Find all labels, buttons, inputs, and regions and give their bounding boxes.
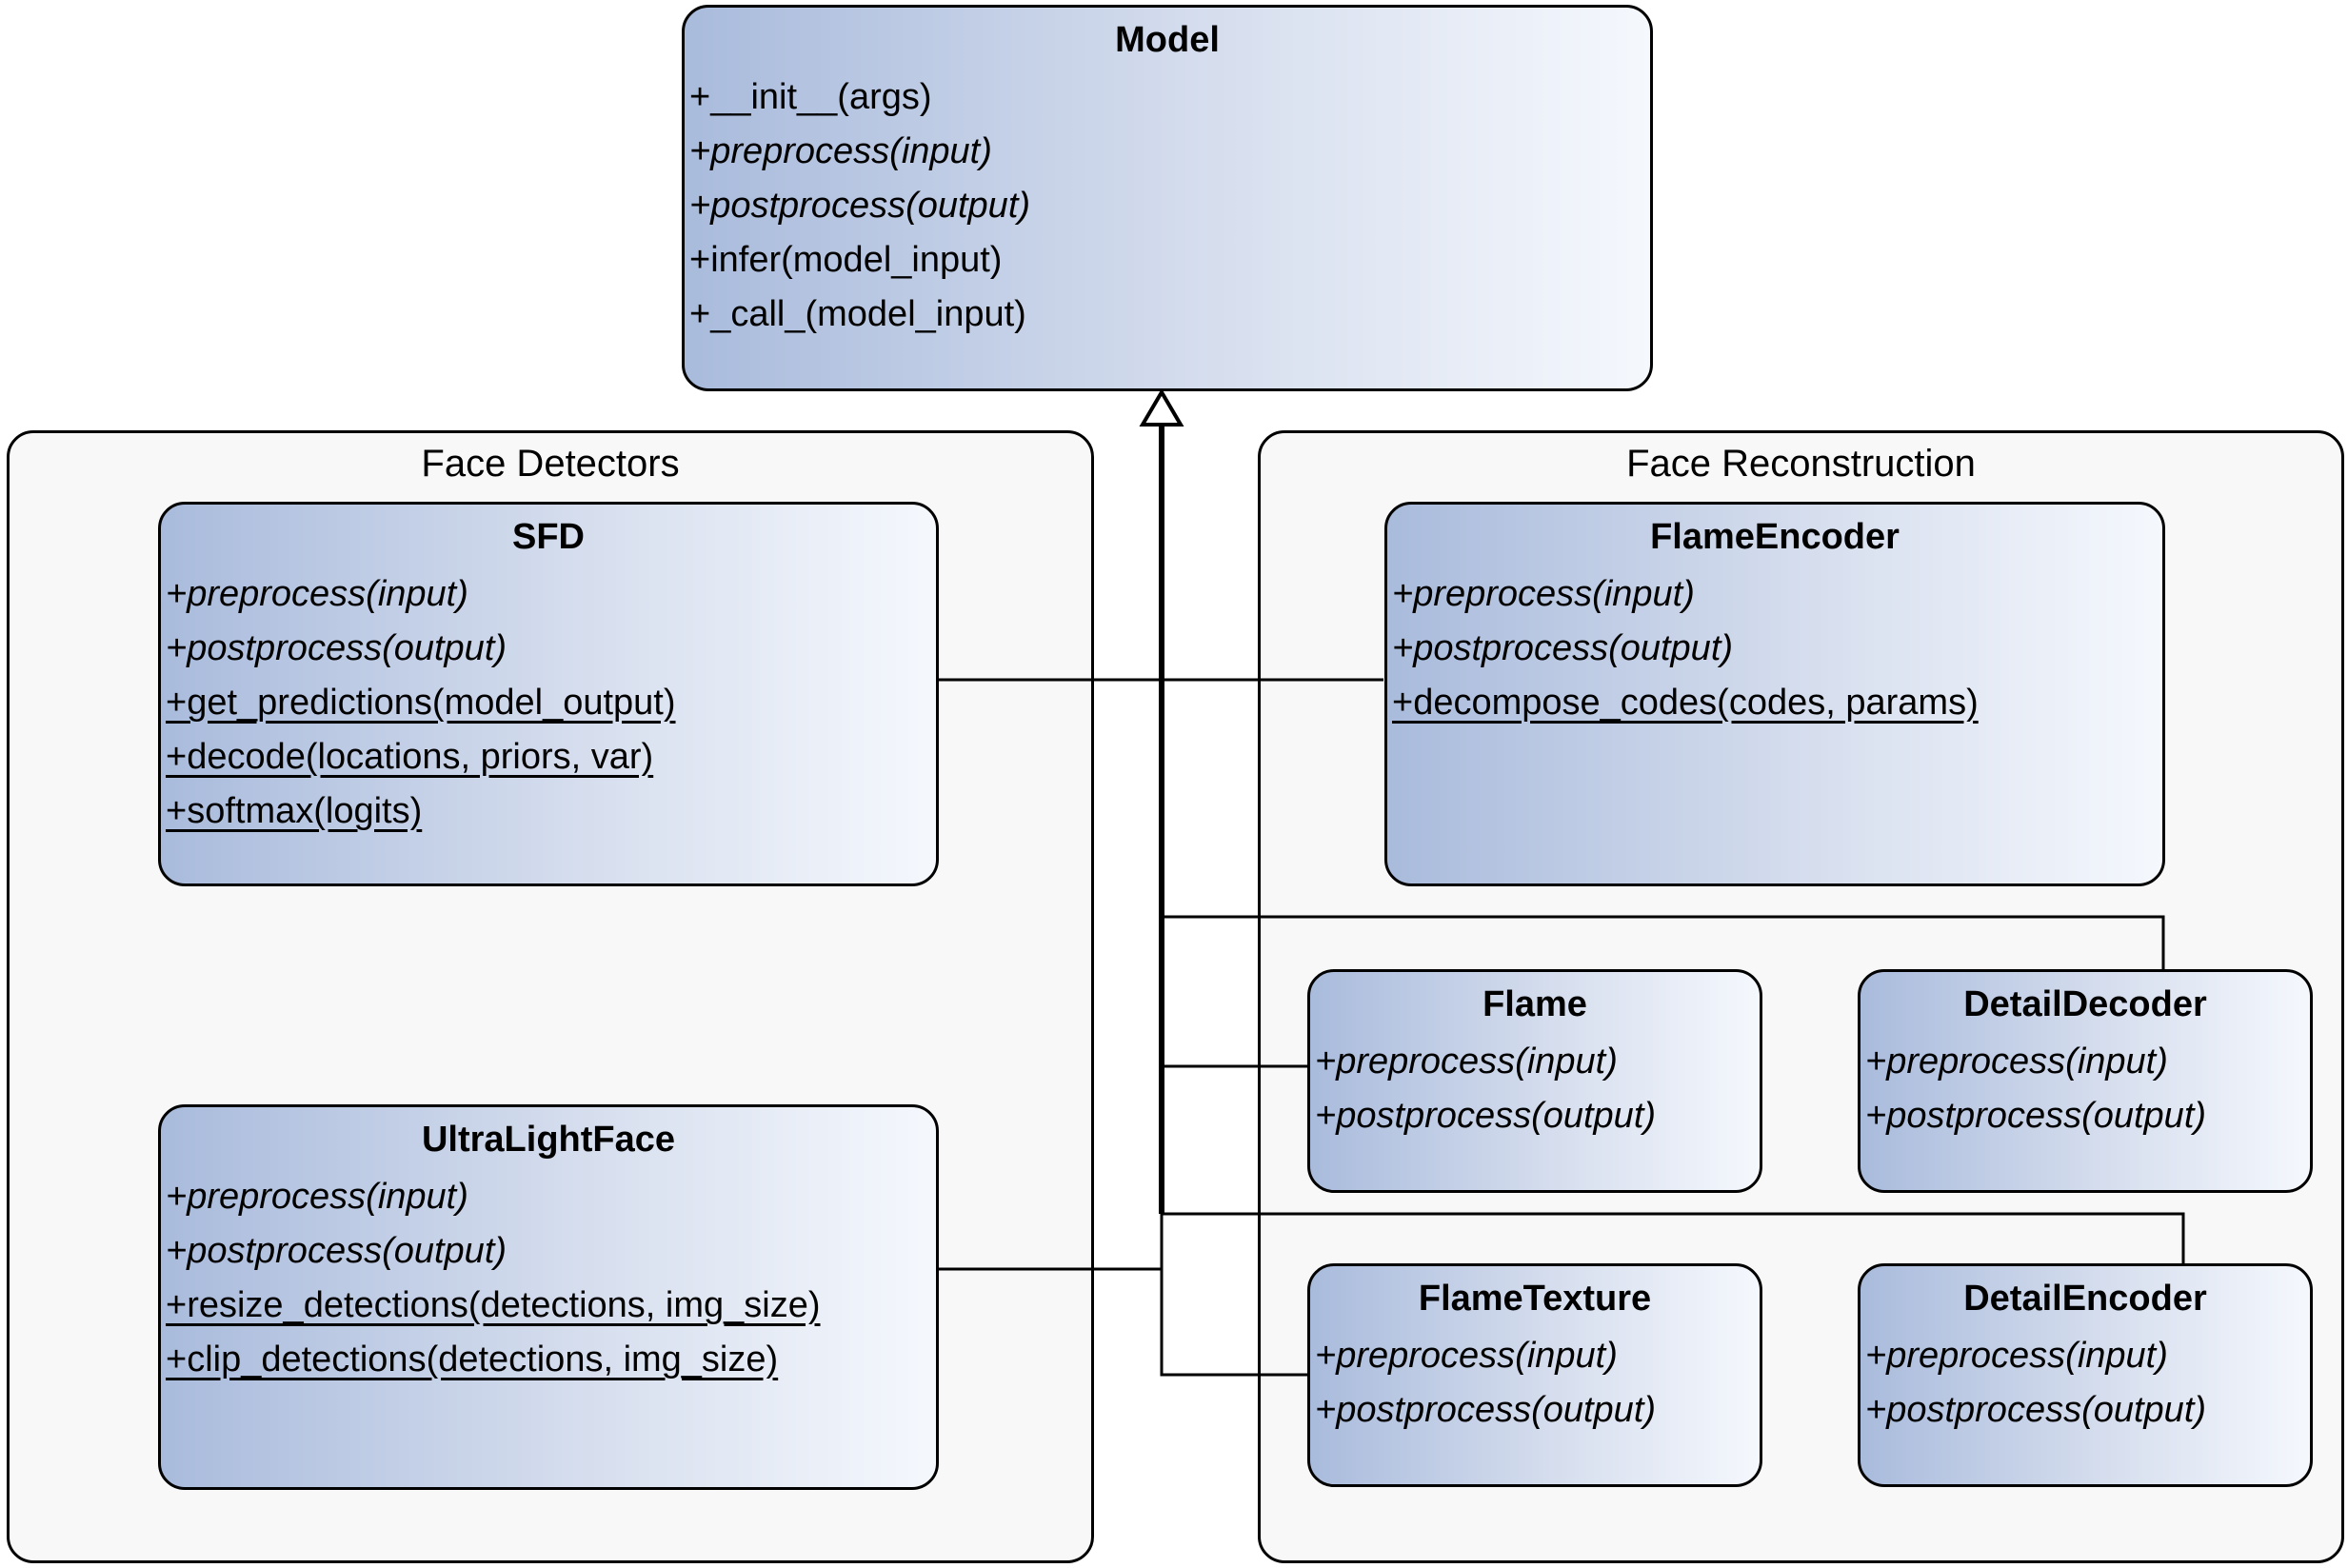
class-member: +decompose_codes(codes, params) xyxy=(1392,683,1979,723)
class-member: +__init__(args) xyxy=(689,77,932,117)
class-member: +postprocess(output) xyxy=(166,1231,507,1271)
class-model: Model +__init__(args)+preprocess(input)+… xyxy=(682,5,1653,391)
class-member: +softmax(logits) xyxy=(166,791,423,831)
class-name: FlameTexture xyxy=(1418,1279,1652,1319)
class-member: +postprocess(output) xyxy=(1392,628,1734,668)
class-ultralightface: UltraLightFace +preprocess(input) +postpr… xyxy=(158,1104,939,1490)
class-detailencoder: DetailEncoder +preprocess(input) +postpro… xyxy=(1858,1263,2313,1487)
class-member: +postprocess(output) xyxy=(689,186,1031,226)
class-member: +preprocess(input) xyxy=(1315,1336,1618,1376)
class-member: +clip_detections(detections, img_size) xyxy=(166,1340,779,1379)
package-title: Face Detectors xyxy=(421,443,680,485)
class-member: +postprocess(output) xyxy=(1315,1390,1657,1430)
class-flame: Flame +preprocess(input) +postprocess(out… xyxy=(1307,969,1762,1193)
class-member: +preprocess(input) xyxy=(1315,1042,1618,1082)
class-member: +preprocess(input) xyxy=(1865,1042,2168,1082)
class-member: +infer(model_input) xyxy=(689,240,1003,280)
class-member: +preprocess(input) xyxy=(166,574,468,614)
class-member: +preprocess(input) xyxy=(166,1177,468,1217)
class-member: +preprocess(input) xyxy=(1865,1336,2168,1376)
class-member: +preprocess(input) xyxy=(689,131,992,171)
member-list: +preprocess(input) +postprocess(output) xyxy=(1310,1035,1760,1143)
class-name: SFD xyxy=(512,517,585,557)
class-name: Model xyxy=(1115,20,1220,60)
class-name: DetailDecoder xyxy=(1963,984,2207,1024)
class-member: +_call_(model_input) xyxy=(689,294,1026,334)
class-member: +resize_detections(detections, img_size) xyxy=(166,1285,821,1325)
member-list: +__init__(args) +preprocess(input) +postpr… xyxy=(685,70,1650,342)
class-member: +decode(locations, priors, var) xyxy=(166,737,654,777)
member-list: +preprocess(input) +postprocess(output) +g… xyxy=(161,567,936,839)
class-name: FlameEncoder xyxy=(1650,517,1900,557)
class-member: +postprocess(output) xyxy=(1865,1096,2207,1136)
member-list: +preprocess(input) +postprocess(output) xyxy=(1860,1035,2310,1143)
class-member: +postprocess(output) xyxy=(166,628,507,668)
class-member: +get_predictions(model_output) xyxy=(166,683,676,723)
class-member: +postprocess(output) xyxy=(1315,1096,1657,1136)
member-list: +preprocess(input) +postprocess(output) xyxy=(1860,1329,2310,1438)
package-title: Face Reconstruction xyxy=(1626,443,1976,485)
inheritance-arrowhead xyxy=(1139,388,1184,427)
class-flametexture: FlameTexture +preprocess(input) +postproc… xyxy=(1307,1263,1762,1487)
class-name: DetailEncoder xyxy=(1963,1279,2207,1319)
member-list: +preprocess(input) +postprocess(output) +d… xyxy=(1387,567,2162,730)
class-name: UltraLightFace xyxy=(421,1120,676,1160)
class-member: +preprocess(input) xyxy=(1392,574,1695,614)
class-name: Flame xyxy=(1482,984,1587,1024)
class-flameencoder: FlameEncoder +preprocess(input) +postproc… xyxy=(1384,502,2165,886)
class-member: +postprocess(output) xyxy=(1865,1390,2207,1430)
member-list: +preprocess(input) +postprocess(output) +r… xyxy=(161,1170,936,1387)
member-list: +preprocess(input) +postprocess(output) xyxy=(1310,1329,1760,1438)
class-sfd: SFD +preprocess(input) +postprocess(outpu… xyxy=(158,502,939,886)
class-detaildecoder: DetailDecoder +preprocess(input) +postpro… xyxy=(1858,969,2313,1193)
